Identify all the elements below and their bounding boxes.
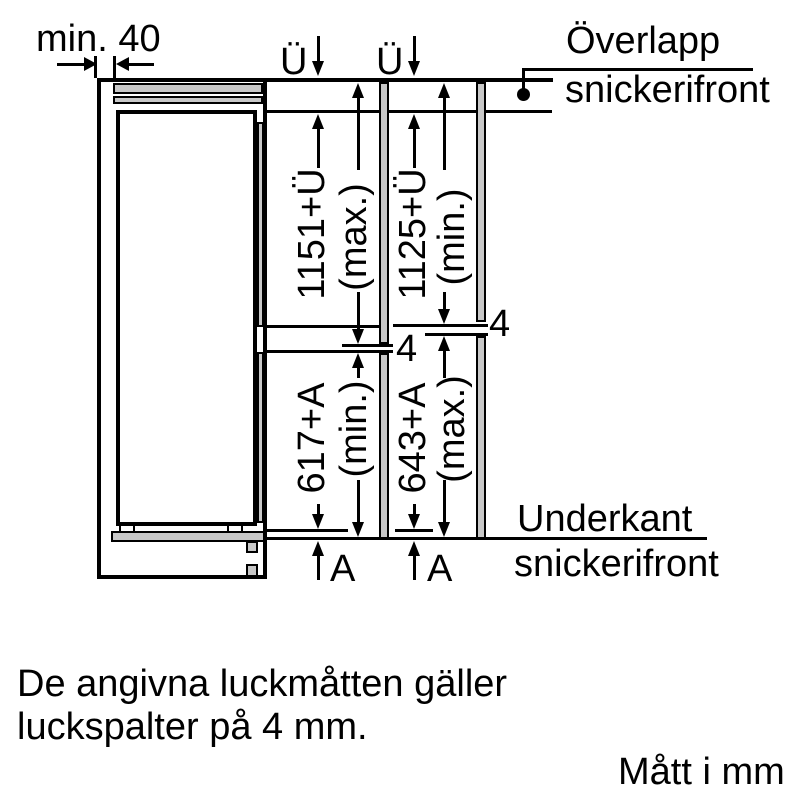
overlap-callout-line1: Överlapp [566, 20, 721, 62]
col1-appliance-door-split-line [267, 325, 379, 328]
u-arrow-shaft-left [317, 36, 320, 62]
arrow-down-icon [408, 514, 420, 529]
col1-a-arrow-shaft [317, 554, 320, 580]
col2-inner-dim-shaft-top [413, 127, 416, 168]
col1-lower-door-qualifier: (min.) [333, 380, 375, 478]
plinth-rail [111, 531, 265, 542]
top-vent-grille-upper [113, 83, 263, 94]
overlap-callout-drop-line [522, 68, 525, 93]
mounting-block-lower [246, 564, 258, 577]
col2-gap-top-line [393, 324, 488, 327]
col1-lower-door-dimension: 617+A [291, 382, 333, 494]
col1-gap-top-line [342, 344, 393, 347]
furniture-front-bottom-line [267, 537, 707, 540]
overlap-callout-leader-line [522, 68, 753, 71]
arrow-down-icon [312, 61, 324, 76]
arrow-down-icon [352, 329, 364, 344]
arrow-up-icon [408, 114, 420, 129]
cabinet-right-wall [263, 78, 267, 579]
col1-outer-dim-shaft-mid [357, 292, 360, 331]
appliance-top-reference-line [267, 110, 552, 113]
col2-gap-label: 4 [489, 303, 511, 345]
appliance-door-edge-upper [257, 122, 264, 327]
arrow-right-icon [84, 57, 97, 71]
col2-inner-dim-shaft-bottom [413, 504, 416, 516]
dimension-tick-right [113, 56, 116, 78]
col1-upper-door-qualifier: (max.) [333, 183, 375, 291]
min-clearance-label: min. 40 [36, 18, 161, 60]
appliance-front [116, 110, 257, 526]
arrow-left-icon [116, 57, 129, 71]
col2-outer-dim-shaft-bottom [443, 480, 446, 523]
col1-bottom-symbol: A [330, 548, 356, 590]
callout-dot-icon [517, 88, 530, 101]
overlap-callout-line2: snickerifront [565, 69, 770, 111]
arrow-down-icon [312, 514, 324, 529]
bottom-edge-callout-line2: snickerifront [514, 543, 719, 585]
col1-outer-dim-shaft-bottom [357, 480, 360, 523]
overlap-symbol-right: Ü [376, 41, 404, 83]
front-panel-1-upper [379, 82, 389, 344]
arrow-up-icon [312, 541, 324, 556]
arrow-up-icon [352, 353, 364, 368]
arrow-down-icon [438, 522, 450, 537]
units-note: Mått i mm [618, 751, 785, 793]
col1-outer-dim-shaft-top [357, 96, 360, 170]
col2-gap-bottom-line [425, 333, 488, 336]
front-panel-2-upper [476, 82, 486, 322]
arrow-up-icon [408, 541, 420, 556]
door-note-line2: luckspalter på 4 mm. [17, 706, 368, 748]
col1-inner-dim-shaft-top [317, 127, 320, 168]
arrow-down-icon [408, 61, 420, 76]
overlap-symbol-left: Ü [280, 41, 308, 83]
bottom-edge-callout-line1: Underkant [517, 498, 693, 540]
furniture-front-top-line [97, 78, 553, 82]
col2-appliance-bottom-line [395, 529, 433, 532]
mounting-block-upper [246, 541, 258, 553]
col1-upper-door-dimension: 1151+Ü [291, 168, 333, 300]
min-clearance-arrow-shaft-left [57, 63, 85, 66]
cabinet-bottom-edge [97, 575, 267, 579]
top-vent-grille-lower [113, 96, 263, 104]
door-note-line1: De angivna luckmåtten gäller [17, 663, 508, 705]
col2-a-arrow-shaft [413, 554, 416, 580]
col1-appliance-bottom-line [267, 529, 348, 532]
col2-outer-dim-shaft-top [443, 96, 446, 170]
min-clearance-arrow-shaft-right [128, 63, 154, 66]
arrow-down-icon [438, 309, 450, 324]
arrow-up-icon [438, 336, 450, 351]
front-panel-1-lower [379, 353, 389, 540]
col2-upper-door-qualifier: (min.) [431, 188, 473, 286]
u-arrow-shaft-right [413, 36, 416, 62]
arrow-up-icon [352, 83, 364, 98]
arrow-up-icon [312, 114, 324, 129]
col1-outer-dim-shaft-gap [357, 366, 360, 378]
front-panel-2-lower [476, 336, 486, 540]
col2-outer-dim-shaft-gap [443, 349, 446, 378]
col1-gap-bottom-line [267, 350, 393, 353]
arrow-down-icon [352, 522, 364, 537]
col2-lower-door-qualifier: (max.) [431, 375, 473, 483]
col2-outer-dim-shaft-mid [443, 292, 446, 310]
col2-upper-door-dimension: 1125+Ü [392, 168, 434, 300]
col2-lower-door-dimension: 643+A [392, 382, 434, 494]
arrow-up-icon [438, 83, 450, 98]
appliance-door-edge-lower [257, 352, 264, 523]
col2-bottom-symbol: A [427, 548, 453, 590]
col1-gap-label: 4 [396, 328, 418, 370]
col1-inner-dim-shaft-bottom [317, 504, 320, 516]
cabinet-left-wall [97, 78, 101, 579]
